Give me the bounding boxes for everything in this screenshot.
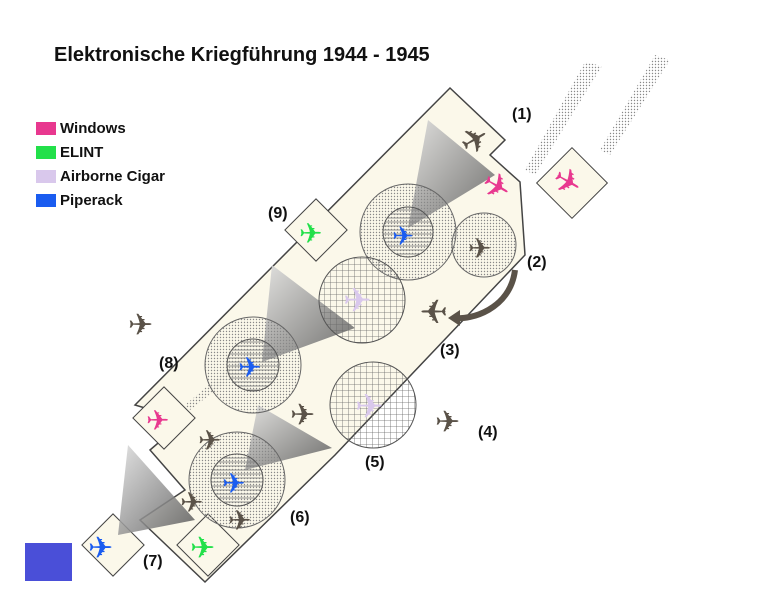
legend-item-piperack: Piperack <box>36 188 165 212</box>
legend-swatch-piperack <box>36 193 56 207</box>
curved-arrow <box>454 269 518 322</box>
bomber-icon: ✈ <box>420 290 449 330</box>
jamming-zone-inner <box>210 453 264 507</box>
legend-item-elint: ELINT <box>36 140 165 164</box>
airborne-cigar-aircraft-icon: ✈ <box>355 387 384 427</box>
marker-6: (6) <box>290 509 310 526</box>
jamming-zone <box>451 212 517 278</box>
airborne-cigar-zone <box>318 256 406 344</box>
legend-label: Piperack <box>60 191 123 209</box>
legend: Windows ELINT Airborne Cigar Piperack <box>36 116 165 212</box>
chaff-stream <box>600 55 670 155</box>
legend-swatch-elint <box>36 145 56 159</box>
marker-7: (7) <box>143 553 163 570</box>
bomber-icon: ✈ <box>128 308 153 343</box>
legend-item-windows: Windows <box>36 116 165 140</box>
marker-2: (2) <box>527 254 547 271</box>
bomber-icon: ✈ <box>435 405 460 440</box>
radar-cone <box>118 445 195 535</box>
legend-item-airborne-cigar: Airborne Cigar <box>36 164 165 188</box>
bomber-icon: ✈ <box>468 232 491 265</box>
marker-4: (4) <box>478 424 498 441</box>
marker-3: (3) <box>440 342 460 359</box>
arrow-head <box>448 310 460 326</box>
elint-box <box>176 513 240 577</box>
legend-label: ELINT <box>60 143 104 161</box>
marker-5: (5) <box>365 454 385 471</box>
bomber-icon: ✈ <box>228 504 251 537</box>
legend-swatch-windows <box>36 121 56 135</box>
marker-1: (1) <box>512 106 532 123</box>
windows-box <box>535 146 609 220</box>
elint-aircraft-icon: ✈ <box>299 217 322 250</box>
elint-box <box>284 198 348 262</box>
marker-8: (8) <box>159 355 179 372</box>
diagram-title: Elektronische Kriegführung 1944 - 1945 <box>54 44 430 66</box>
jamming-zone-inner <box>382 206 434 258</box>
piperack-aircraft-icon: ✈ <box>392 222 414 252</box>
piperack-aircraft-icon: ✈ <box>222 467 245 500</box>
bomber-icon: ✈ <box>290 398 315 433</box>
windows-aircraft-icon: ✈ <box>146 404 169 437</box>
legend-swatch-airborne-cigar <box>36 169 56 183</box>
legend-label: Windows <box>60 119 126 137</box>
chaff-stream <box>525 62 602 175</box>
corner-box <box>25 543 72 581</box>
bomber-icon: ✈ <box>180 486 203 519</box>
windows-box <box>132 386 196 450</box>
airborne-cigar-aircraft-icon: ✈ <box>343 281 372 321</box>
elint-aircraft-icon: ✈ <box>190 531 215 566</box>
piperack-aircraft-icon: ✈ <box>238 351 261 384</box>
jamming-zone-inner <box>226 338 280 392</box>
legend-label: Airborne Cigar <box>60 167 166 185</box>
marker-9: (9) <box>268 205 288 222</box>
bomber-icon: ✈ <box>198 424 221 457</box>
airborne-cigar-zone <box>329 361 417 449</box>
piperack-aircraft-icon: ✈ <box>88 531 113 566</box>
